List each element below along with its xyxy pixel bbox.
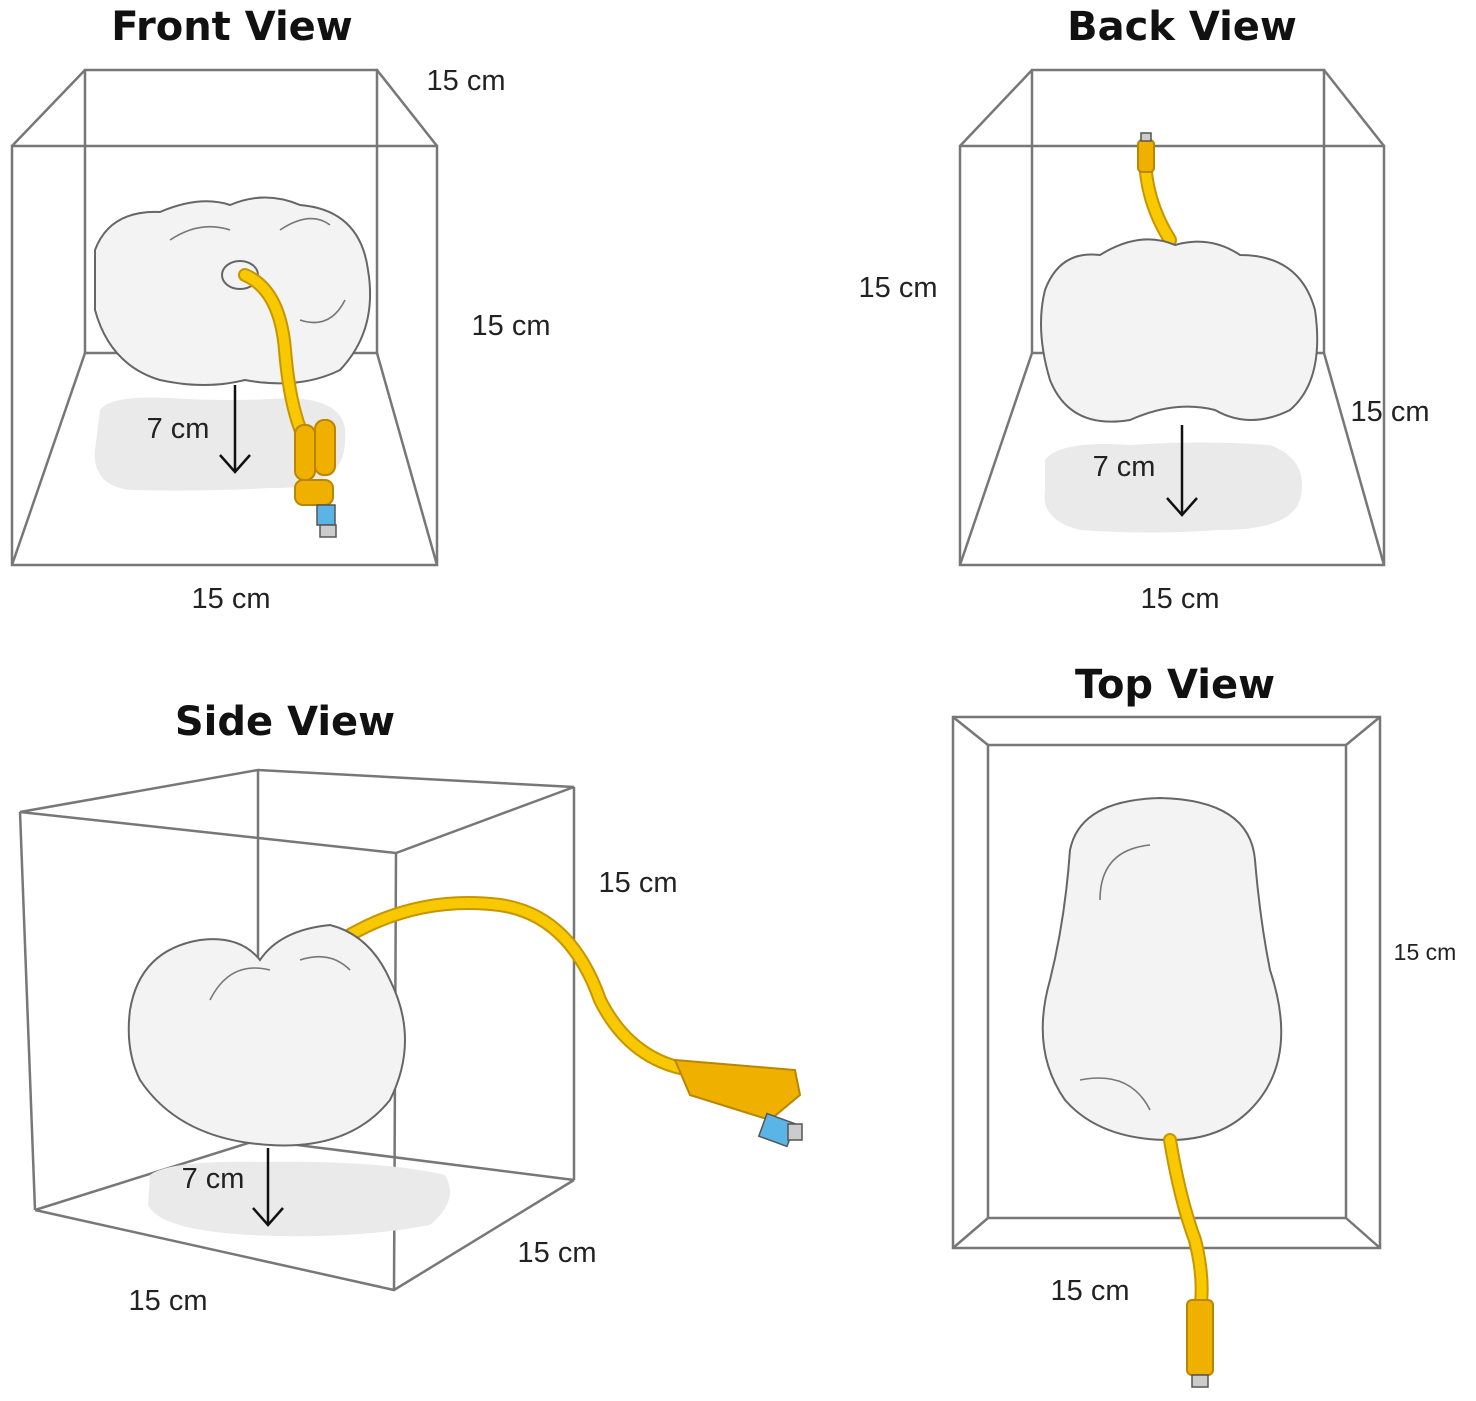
- side-bladder: [127, 923, 406, 1147]
- side-dim-depth: 15 cm: [518, 1237, 597, 1269]
- side-view-panel: Side View 15 cm 15 cm 15 cm 7 cm: [18, 699, 803, 1317]
- back-view-panel: Back View 15 cm 15 cm 15 cm 7 cm: [859, 4, 1430, 615]
- back-view-title: Back View: [1067, 4, 1297, 50]
- front-dim-bottom: 15 cm: [192, 583, 271, 615]
- side-drop-label: 7 cm: [182, 1163, 245, 1195]
- front-dim-right: 15 cm: [472, 310, 551, 342]
- back-dim-right: 15 cm: [1351, 396, 1430, 428]
- front-drop-label: 7 cm: [147, 413, 210, 445]
- front-bladder: [94, 196, 372, 386]
- side-dim-right: 15 cm: [599, 867, 678, 899]
- top-view-panel: Top View 15 cm 15 cm: [951, 662, 1457, 1388]
- front-catheter-ports: [294, 419, 337, 538]
- front-view-title: Front View: [111, 4, 353, 50]
- front-dim-top: 15 cm: [427, 65, 506, 97]
- back-dim-left: 15 cm: [859, 272, 938, 304]
- top-dim-right: 15 cm: [1394, 939, 1457, 965]
- back-bladder: [1040, 238, 1319, 423]
- front-shadow: [94, 397, 346, 491]
- top-dim-bottom: 15 cm: [1051, 1275, 1130, 1307]
- side-view-title: Side View: [175, 699, 395, 745]
- back-dim-bottom: 15 cm: [1141, 583, 1220, 615]
- top-view-box: [951, 715, 1382, 1250]
- side-catheter-ports: [673, 1058, 803, 1148]
- side-dim-bottom: 15 cm: [129, 1285, 208, 1317]
- back-drop-label: 7 cm: [1093, 451, 1156, 483]
- top-view-title: Top View: [1075, 662, 1275, 708]
- top-bladder: [1041, 796, 1283, 1142]
- front-view-panel: Front View 15 cm 15 cm 15 cm 7 cm: [10, 4, 551, 615]
